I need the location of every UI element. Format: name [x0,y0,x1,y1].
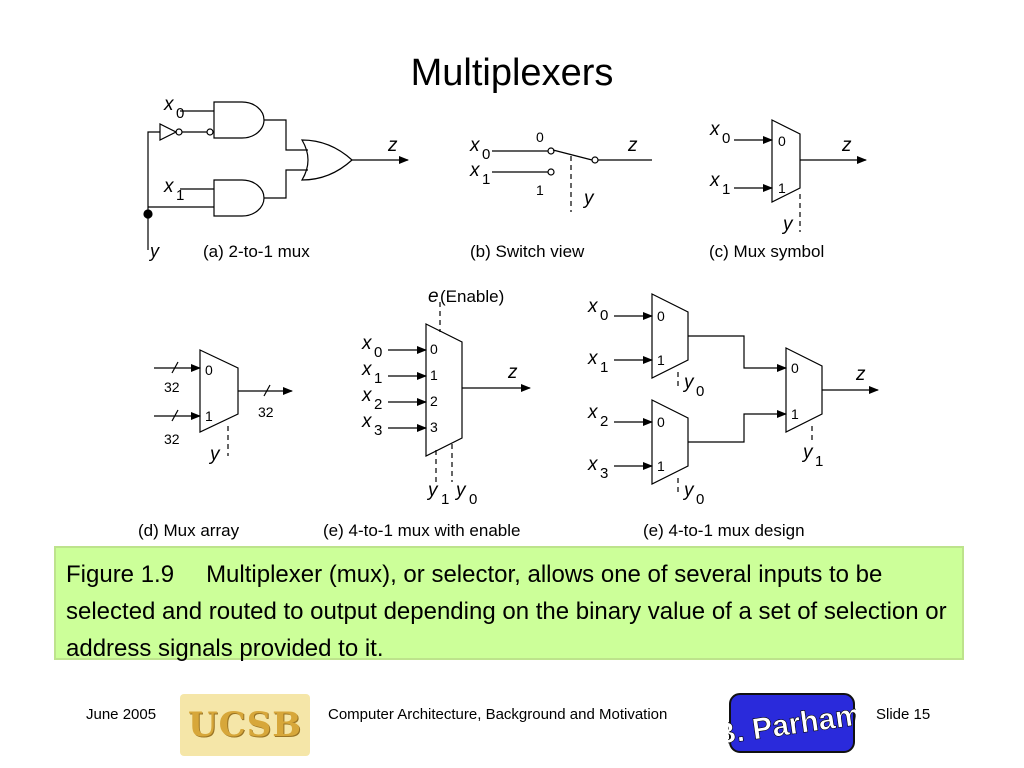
d-m2-in1: 1 [657,458,665,474]
caption-b: (b) Switch view [470,242,585,261]
diagram-switch-view [492,147,652,212]
diagram-2to1-gates [143,101,409,250]
label-x1-var: x [163,176,175,197]
switch-y: y [582,188,595,209]
caption-d: (d) Mux array [138,521,240,540]
caption-text: Multiplexer (mux), or selector, allows o… [66,561,947,662]
sym-x0-var: x [709,119,721,140]
arr-in-0: 0 [205,362,213,378]
slide-number: Slide 15 [876,706,931,723]
e-x3-sub: 3 [374,422,382,439]
d-m3-in0: 0 [791,360,799,376]
e-in-3: 3 [430,419,438,435]
label-z: z [387,135,398,156]
d-m2-in0: 0 [657,414,665,430]
inverter [159,123,178,141]
arr-y: y [208,444,221,465]
e-in-2: 2 [430,393,438,409]
and-input-bubble [206,128,214,136]
d-x0-var: x [587,296,599,317]
arr-in-1: 1 [205,408,213,424]
sym-in-1: 1 [778,180,786,196]
e-y1-var: y [426,480,439,501]
label-x1-sub: 1 [176,187,184,204]
e-in-0: 0 [430,341,438,357]
caption-f: (e) 4-to-1 mux design [643,521,805,540]
e-x1-sub: 1 [374,370,382,387]
d-m1-in0: 0 [657,308,665,324]
e-y1-sub: 1 [441,491,449,508]
ucsb-logo: UCSB [180,694,310,756]
e-y0-var: y [454,480,467,501]
d-m1-in1: 1 [657,352,665,368]
d-y0a-var: y [682,372,695,393]
sym-x0-sub: 0 [722,130,730,147]
e-x0-sub: 0 [374,344,382,361]
slide-title: Multiplexers [410,52,614,94]
d-x2-sub: 2 [600,413,608,430]
arr-width-bottom: 32 [164,431,180,447]
e-x2-var: x [361,385,373,406]
caption-c: (c) Mux symbol [709,242,824,261]
d-y1-sub: 1 [815,453,823,470]
sym-z: z [841,135,852,156]
e-x0-var: x [361,333,373,354]
footer-course-title: Computer Architecture, Background and Mo… [328,706,668,723]
author-logo: B. Parhami [728,693,856,753]
diagram-mux-symbol [734,119,867,232]
e-y0-sub: 0 [469,491,477,508]
sym-y: y [781,214,794,235]
d-y0b-sub: 0 [696,491,704,508]
sym-x1-sub: 1 [722,181,730,198]
diagram-4to1-enable [388,302,531,482]
d-m3-in1: 1 [791,406,799,422]
d-y0b-var: y [682,480,695,501]
label-x0-var: x [163,94,175,115]
footer-date: June 2005 [86,706,157,723]
multiplexer-figure: x 0 x 1 z y (a) 2-to-1 mux 0 1 x 0 x 1 z… [138,94,879,540]
switch-arm [552,149,593,161]
e-x1-var: x [361,359,373,380]
e-z: z [507,362,518,383]
switch-pos-1: 1 [536,182,544,198]
d-x0-sub: 0 [600,307,608,324]
junction-dot [143,209,153,219]
d-y1-var: y [801,442,814,463]
switch-x0-var: x [469,135,481,156]
sym-x1-var: x [709,170,721,191]
diagram-mux-array [154,349,293,456]
d-x1-sub: 1 [600,359,608,376]
e-x2-sub: 2 [374,396,382,413]
diagram-4to1-design [614,293,879,494]
d-x2-var: x [587,402,599,423]
or-gate [300,139,353,181]
arr-width-out: 32 [258,404,274,420]
and-gate-bottom [213,179,265,217]
ucsb-logo-text: UCSB [187,705,302,745]
and-gate-top [213,101,265,139]
d-y0a-sub: 0 [696,383,704,400]
label-y: y [148,241,160,261]
d-z: z [855,364,866,385]
switch-pos-0: 0 [536,129,544,145]
enable-label: (Enable) [440,287,504,306]
switch-x0-sub: 0 [482,146,490,163]
e-x3-var: x [361,411,373,432]
caption-a: (a) 2-to-1 mux [203,242,310,261]
switch-x1-var: x [469,160,481,181]
enable-var: e [428,286,439,307]
label-x0-sub: 0 [176,105,184,122]
sym-in-0: 0 [778,133,786,149]
d-x1-var: x [587,348,599,369]
caption-e: (e) 4-to-1 mux with enable [323,521,520,540]
e-in-1: 1 [430,367,438,383]
d-x3-var: x [587,454,599,475]
caption-prefix: Figure 1.9 [66,561,175,588]
switch-x1-sub: 1 [482,171,490,188]
arr-width-top: 32 [164,379,180,395]
switch-z: z [627,135,638,156]
mux-trapezoid [771,119,801,203]
d-x3-sub: 3 [600,465,608,482]
